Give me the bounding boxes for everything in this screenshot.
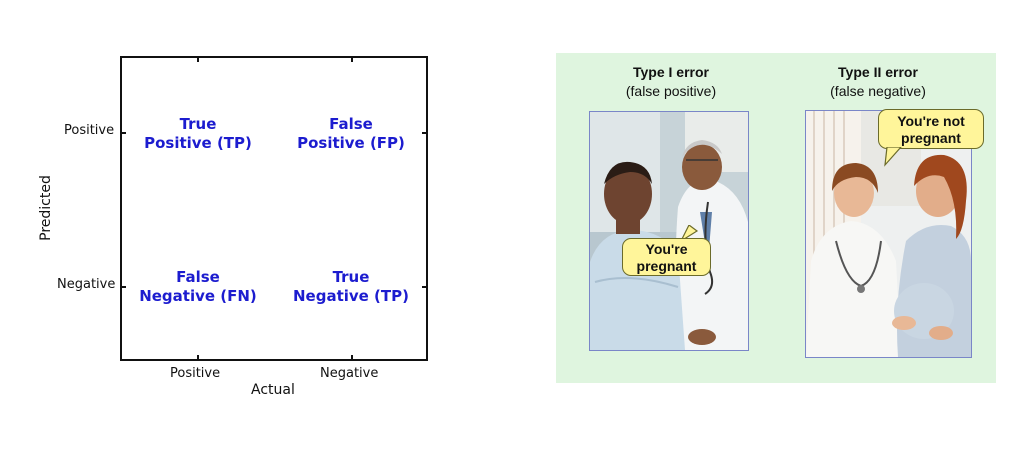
- cell-tn-line2: Negative (TP): [292, 287, 409, 305]
- type2-title: Type II error: [838, 64, 918, 80]
- cell-fn-line2: Negative (FN): [139, 287, 257, 305]
- y-tick-positive-right: [422, 132, 428, 134]
- doctor-with-pregnant-woman-illustration: [806, 111, 971, 357]
- cell-fn-line1: False: [176, 268, 220, 286]
- y-tick-positive-left: [120, 132, 126, 134]
- type1-bubble-line1: You're: [645, 241, 688, 257]
- bubble-tail-1: [679, 225, 699, 243]
- cell-tn-line1: True: [332, 268, 370, 286]
- y-tick-label-negative: Negative: [57, 277, 116, 292]
- y-tick-negative-left: [120, 286, 126, 288]
- cell-true-negative: True Negative (TP): [271, 268, 431, 306]
- cell-false-positive: False Positive (FP): [271, 115, 431, 153]
- y-tick-label-positive: Positive: [64, 123, 115, 138]
- type2-bubble-line2: pregnant: [901, 130, 961, 146]
- matrix-frame: True Positive (TP) False Positive (FP) F…: [120, 56, 428, 361]
- error-types-panel: Type I error (false positive) Type II er…: [556, 53, 996, 383]
- x-axis-title: Actual: [251, 382, 295, 398]
- doctor-examining-man-photo: [589, 111, 749, 351]
- doctor-examining-man-illustration: [590, 112, 748, 350]
- cell-tp-line1: True: [179, 115, 217, 133]
- type2-bubble-line1: You're not: [897, 113, 965, 129]
- type1-subtitle: (false positive): [625, 83, 717, 99]
- cell-fp-line2: Positive (FP): [297, 134, 405, 152]
- x-tick-label-positive: Positive: [170, 366, 221, 381]
- bubble-tail-2: [884, 147, 902, 167]
- type1-title: Type I error: [633, 64, 709, 80]
- cell-true-positive: True Positive (TP): [118, 115, 278, 153]
- cell-tp-line2: Positive (TP): [144, 134, 252, 152]
- doctor-with-pregnant-woman-photo: [805, 110, 972, 358]
- type2-subtitle: (false negative): [830, 83, 926, 99]
- type1-bubble-line2: pregnant: [636, 258, 697, 274]
- y-tick-negative-right: [422, 286, 428, 288]
- x-tick-positive-bottom: [197, 355, 199, 361]
- cell-fp-line1: False: [329, 115, 373, 133]
- y-axis-title: Predicted: [38, 175, 54, 241]
- cell-false-negative: False Negative (FN): [118, 268, 278, 306]
- x-tick-label-negative: Negative: [320, 366, 379, 381]
- x-tick-positive-top: [197, 56, 199, 62]
- x-tick-negative-bottom: [351, 355, 353, 361]
- x-tick-negative-top: [351, 56, 353, 62]
